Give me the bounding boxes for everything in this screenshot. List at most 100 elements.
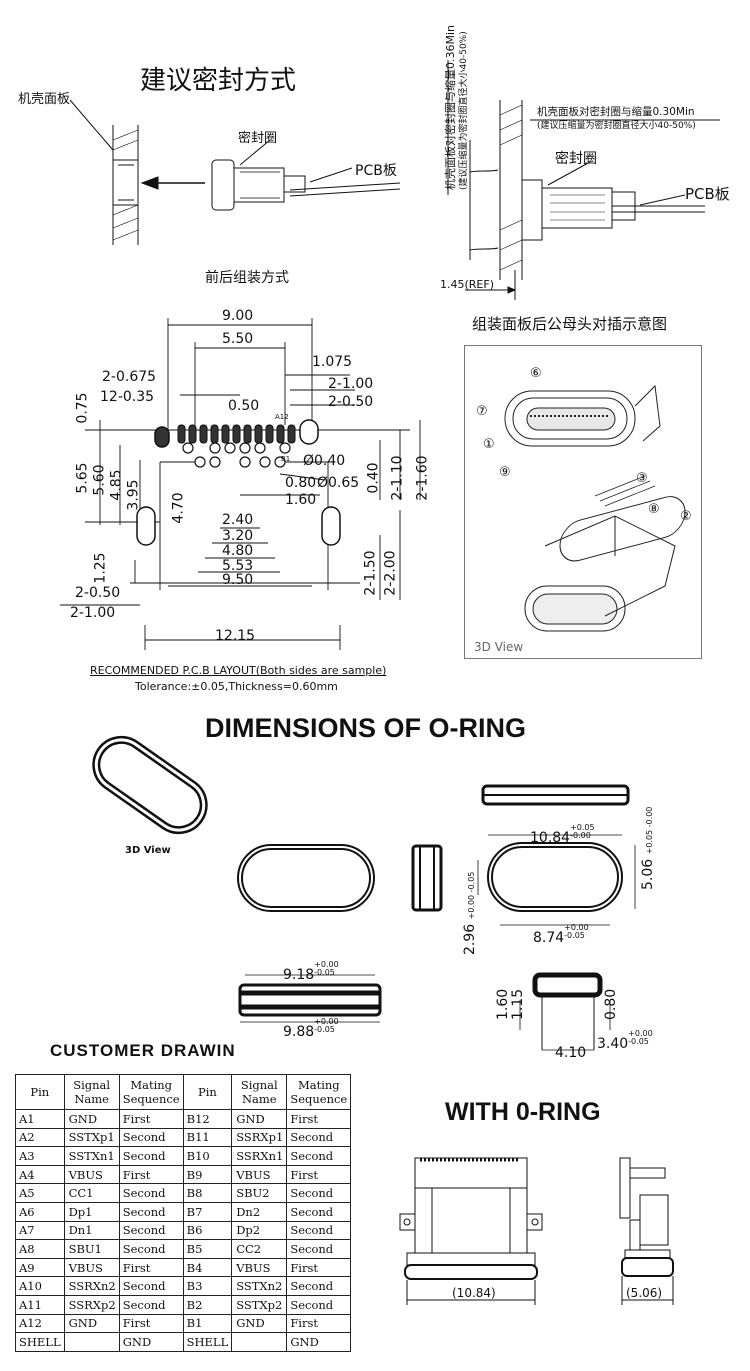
tol-dn: -0.05	[314, 1025, 335, 1034]
dim-9-00: 9.00	[222, 308, 254, 324]
oring-dim-9-88: 9.88+0.00-0.05	[283, 1017, 339, 1041]
table-cell: SSTXp2	[231, 1294, 288, 1315]
callout-3: ③	[636, 471, 648, 486]
table-cell: GND	[63, 1313, 120, 1334]
oring-3d	[92, 735, 208, 835]
shell-panel-label: 机壳面板	[18, 92, 71, 107]
tol-dn: -0.00	[570, 831, 591, 840]
table-cell: SHELL	[182, 1332, 233, 1352]
table-cell: B1	[182, 1313, 233, 1334]
dim-2-40: 2.40	[222, 512, 254, 528]
tol-up: +0.05	[570, 823, 595, 832]
oring-dim-8-74-tol: +0.00-0.05	[564, 924, 589, 940]
table-cell: SSTXp1	[63, 1127, 120, 1148]
left-connector	[211, 139, 401, 211]
pin-table: Pin Signal Name Mating Sequence Pin Sign…	[15, 1074, 352, 1352]
with-oring-heading: WITH 0-RING	[445, 1098, 601, 1126]
col-mating-b: Mating Sequence	[286, 1074, 352, 1110]
tol-up: +0.00	[628, 1029, 653, 1038]
tol-up: +0.00	[314, 960, 339, 969]
pcb-label: PCB板	[355, 163, 397, 179]
table-cell: First	[118, 1313, 184, 1334]
table-cell: SHELL	[15, 1332, 65, 1352]
oring-dim-9-18-tol: +0.00-0.05	[314, 961, 339, 977]
oring-dim-8-74: 8.74+0.00-0.05	[533, 924, 589, 947]
pin-table-wrap: Pin Signal Name Mating Sequence Pin Sign…	[15, 1074, 352, 1352]
dim-5-53: 5.53	[222, 558, 254, 574]
dim-phi-0-40: Ø0.40	[303, 453, 346, 469]
table-cell	[231, 1332, 288, 1352]
sealing-method-title: 建议密封方式	[140, 66, 297, 96]
tol-dn: -0.05	[628, 1037, 649, 1046]
note-right-1: 机壳面板对密封圈与缩量0.30Min	[537, 106, 695, 118]
table-cell: Second	[118, 1294, 184, 1315]
oring-dim-10-84-value: 10.84	[530, 830, 571, 846]
table-cell: VBUS	[231, 1257, 288, 1278]
table-cell: Second	[286, 1239, 352, 1259]
dim-12-15: 12.15	[215, 628, 256, 644]
oring-dim-9-88-value: 9.88	[283, 1024, 315, 1040]
table-cell	[63, 1332, 120, 1352]
oring-3d-view-label: 3D View	[125, 845, 171, 856]
col-mating-a: Mating Sequence	[118, 1074, 184, 1110]
table-cell: First	[118, 1257, 184, 1278]
tol-dn: -0.05	[564, 931, 585, 940]
table-cell: GND	[231, 1313, 288, 1334]
with-oring-depth: (5.06)	[626, 1286, 663, 1300]
dim-2-100a: 2-1.00	[328, 376, 374, 392]
dim-phi-0-65: Ø0.65	[317, 475, 360, 491]
table-cell: VBUS	[63, 1257, 120, 1278]
oring-dim-10-84-tol: +0.05-0.00	[570, 824, 595, 840]
oring-dim-4-10: 4.10	[555, 1045, 587, 1061]
table-cell: Second	[286, 1276, 352, 1296]
table-cell: SSTXn1	[63, 1146, 120, 1166]
dim-0-50: 0.50	[228, 398, 260, 414]
oring-dim-3-40: 3.40+0.00-0.05	[597, 1030, 653, 1053]
3d-view-box	[464, 345, 702, 659]
note-right-2: (建议压缩量为密封圈直径大小40-50%)	[537, 121, 696, 131]
col-pin-a: Pin	[15, 1074, 65, 1110]
table-cell: Second	[118, 1146, 184, 1166]
callout-1: ①	[483, 437, 495, 452]
dim-1-075: 1.075	[312, 354, 353, 370]
thru-holes	[182, 442, 291, 468]
table-cell: Dn1	[63, 1220, 120, 1241]
dim-9-50: 9.50	[222, 572, 254, 588]
connector-3d-illustration	[504, 384, 686, 632]
table-cell: A7	[15, 1220, 65, 1241]
table-cell: SBU1	[63, 1239, 120, 1259]
table-cell: GND	[118, 1332, 184, 1352]
smd-pads	[177, 424, 296, 444]
dim-0-80: 0.80	[285, 475, 317, 491]
dim-5-50: 5.50	[222, 331, 254, 347]
with-oring-width: (10.84)	[452, 1286, 496, 1300]
dim-2-050b: 2-0.50	[75, 585, 121, 601]
pin-table-header: Pin Signal Name Mating Sequence Pin Sign…	[15, 1074, 352, 1110]
pcb-pads	[136, 419, 341, 546]
oring-dim-8-74-value: 8.74	[533, 930, 565, 946]
dim-3-20: 3.20	[222, 528, 254, 544]
mating-diagram-title: 组装面板后公母头对插示意图	[472, 315, 668, 333]
tol-up: +0.00	[314, 1017, 339, 1026]
left-shell-panel	[69, 99, 139, 245]
callout-6: ⑥	[530, 366, 542, 381]
dim-2-0675: 2-0.675	[102, 369, 157, 385]
dim-4-80: 4.80	[222, 543, 254, 559]
dim-2-050a: 2-0.50	[328, 394, 374, 410]
pad-a12-label: A12	[275, 413, 289, 421]
oring-dim-3-40-tol: +0.00-0.05	[628, 1030, 653, 1046]
callout-8: ⑧	[648, 502, 660, 517]
table-cell: SSTXn2	[231, 1276, 288, 1296]
